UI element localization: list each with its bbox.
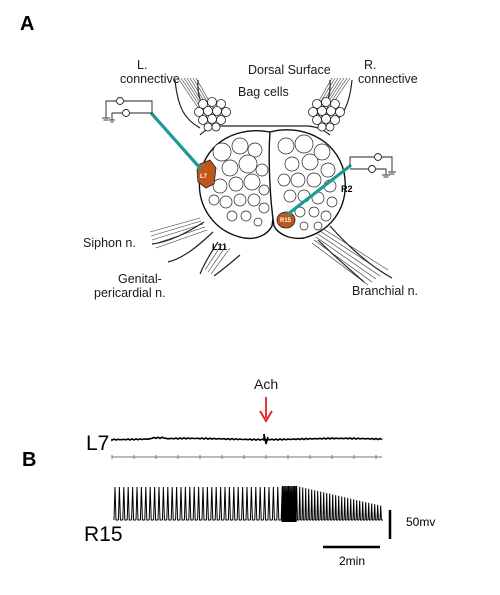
l7-neuron — [196, 159, 217, 189]
siphon-nerve-label: Siphon n. — [83, 236, 136, 250]
ganglion-neuron — [255, 163, 269, 177]
l7-electrode — [150, 112, 202, 170]
ganglion-neuron — [284, 156, 300, 172]
r15-cell-label: R15 — [280, 218, 292, 224]
stimulus-arrow-icon — [259, 397, 273, 423]
ganglion-neuron — [247, 193, 261, 207]
ganglion-neuron — [228, 176, 244, 192]
ganglion-neuron — [313, 221, 323, 231]
r15-trace-label: R15 — [84, 523, 123, 546]
r2-label: R2 — [341, 184, 353, 194]
ganglion-neuron — [247, 142, 263, 158]
bag-cells-label: Bag cells — [238, 85, 289, 99]
l7-trace-label: L7 — [86, 432, 109, 455]
ganglion-neuron — [294, 134, 314, 154]
left-amplifier-icon — [102, 97, 153, 123]
left-connective-label-2: connective — [120, 72, 180, 86]
right-connective-label-2: connective — [358, 72, 418, 86]
ganglion-neuron — [308, 206, 320, 218]
ganglion-neuron — [208, 194, 220, 206]
abdominal-ganglion-diagram: L7 R15 Dorsal Surface Bag cells L — [83, 58, 418, 300]
ganglion-neuron — [253, 217, 263, 227]
r15-voltage-trace — [113, 485, 383, 523]
l11-label: L11 — [212, 242, 227, 252]
ganglion-neuron — [326, 196, 338, 208]
ganglion-neuron — [221, 159, 239, 177]
ganglion-neuron — [301, 153, 319, 171]
ganglion-neuron — [231, 137, 249, 155]
l7-cell-label: L7 — [200, 174, 208, 180]
ganglion-neuron — [320, 162, 336, 178]
ganglion-neuron — [283, 189, 297, 203]
l7-voltage-trace — [111, 433, 383, 445]
ganglion-neuron — [212, 178, 228, 194]
ganglion-neuron — [299, 221, 309, 231]
dorsal-surface-label: Dorsal Surface — [248, 63, 331, 77]
ganglion-neuron — [277, 137, 295, 155]
genital-nerve-label-1: Genital- — [118, 272, 162, 286]
ganglion-neuron — [258, 184, 270, 196]
r15-neuron — [276, 211, 296, 229]
ganglion-neuron — [277, 173, 291, 187]
panel-a-label: A — [20, 13, 34, 35]
ganglion-neuron — [320, 210, 332, 222]
ganglion-neuron — [294, 206, 306, 218]
branchial-nerve-label: Branchial n. — [352, 284, 418, 298]
voltage-scale-label: 50mv — [406, 515, 435, 529]
ganglion-neuron — [258, 202, 270, 214]
ganglion-neuron — [219, 195, 233, 209]
ganglion-neuron — [212, 142, 232, 162]
right-amplifier-icon — [349, 153, 396, 178]
ganglion-neuron — [306, 172, 322, 188]
time-scale-label: 2min — [339, 554, 365, 568]
ganglion-neuron — [290, 172, 306, 188]
r15-electrode — [286, 164, 352, 216]
ganglion-neuron — [226, 210, 238, 222]
ganglion-neuron — [243, 173, 261, 191]
ach-stimulus-label: Ach — [254, 376, 278, 392]
genital-nerve-label-2: pericardial n. — [94, 286, 166, 300]
panel-b-label: B — [22, 449, 36, 471]
right-connective-label-1: R. — [364, 58, 377, 72]
ganglion-neuron — [233, 193, 247, 207]
ganglion-neuron — [238, 154, 258, 174]
left-connective-label-1: L. — [137, 58, 147, 72]
ganglion-neuron — [313, 143, 331, 161]
ganglion-neuron — [240, 210, 252, 222]
